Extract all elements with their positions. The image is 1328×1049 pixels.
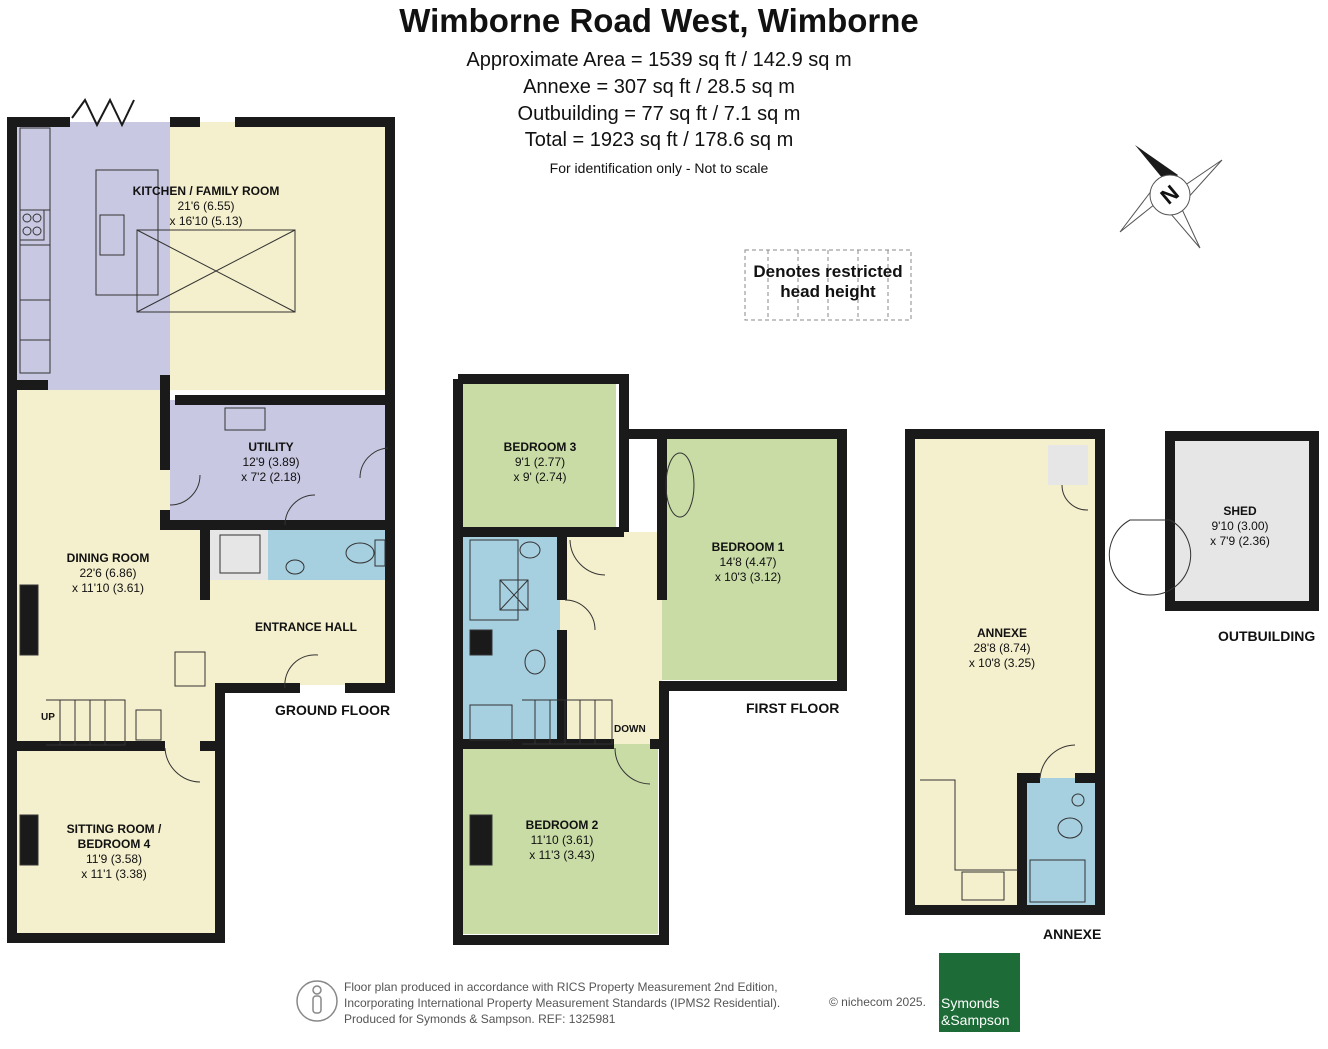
annexe-room-label: ANNEXE 28'8 (8.74) x 10'8 (3.25) [902,626,1102,671]
bed2-name: BEDROOM 2 [525,818,599,832]
footer-line-3: Produced for Symonds & Sampson. REF: 132… [344,1012,616,1026]
stairs-up-label: UP [41,712,55,723]
bed3-fill [462,384,616,532]
stairs-down-label: DOWN [614,724,646,735]
kitchen-dim-2: x 16'10 (5.13) [169,214,243,228]
kitchen-label: KITCHEN / FAMILY ROOM 21'6 (6.55) x 16'1… [106,184,306,229]
kitchen-name: KITCHEN / FAMILY ROOM [132,184,280,198]
shed-dim-1: 9'10 (3.00) [1211,519,1269,533]
shed [1108,431,1319,611]
utility-name: UTILITY [248,440,294,454]
hall-name: ENTRANCE HALL [255,620,357,634]
bed1-dim-2: x 10'3 (3.12) [714,570,782,584]
identification-note: For identification only - Not to scale [549,160,769,176]
utility-dim-1: 12'9 (3.89) [242,455,300,469]
sitting-dim-1: 11'9 (3.58) [85,852,143,866]
compass-icon [1119,145,1223,249]
bed3-dim-2: x 9' (2.74) [513,470,567,484]
bed3-label: BEDROOM 3 9'1 (2.77) x 9' (2.74) [440,440,640,485]
symonds-sampson-logo: Symonds &Sampson [939,953,1020,1032]
bed1-dim-1: 14'8 (4.47) [719,555,777,569]
annexe-dim-1: 28'8 (8.74) [973,641,1031,655]
hall-label: ENTRANCE HALL [206,620,406,635]
annexe-dim-2: x 10'8 (3.25) [968,656,1036,670]
brand-line-1: Symonds [941,995,1000,1011]
dining-label: DINING ROOM 22'6 (6.86) x 11'10 (3.61) [8,551,208,596]
kitchen-dim-1: 21'6 (6.55) [177,199,235,213]
dining-dim-2: x 11'10 (3.61) [71,581,145,595]
bed2-dim-2: x 11'3 (3.43) [529,848,595,862]
bed1-name: BEDROOM 1 [711,540,785,554]
bed3-name: BEDROOM 3 [503,440,577,454]
bed2-fill [462,744,658,934]
dining-dim-1: 22'6 (6.86) [79,566,137,580]
sitting-name-1: SITTING ROOM / [66,822,162,836]
annexe-room-name: ANNEXE [976,626,1027,640]
first-floor-details [469,452,695,866]
copyright: © nichecom 2025. [829,995,926,1009]
annexe-walls [905,429,1105,915]
ground-cupboard-fill [210,528,268,580]
legend-line-1: Denotes restricted [753,262,903,281]
bed3-dim-1: 9'1 (2.77) [514,455,566,469]
bed2-label: BEDROOM 2 11'10 (3.61) x 11'3 (3.43) [462,818,662,863]
ground-floor-label: GROUND FLOOR [275,702,391,718]
annexe-fills [912,438,1097,908]
ground-wc-fill [268,528,388,580]
sitting-label: SITTING ROOM / BEDROOM 4 11'9 (3.58) x 1… [14,822,214,882]
footer-line-1: Floor plan produced in accordance with R… [344,980,778,994]
ground-floor-walls [7,117,395,943]
annexe-details [920,484,1089,903]
legend-line-2: head height [780,282,876,301]
ground-floor-details [19,97,389,866]
page-title: Wimborne Road West, Wimborne [399,2,919,39]
sitting-name-2: BEDROOM 4 [77,837,151,851]
annexe-area: Annexe = 307 sq ft / 28.5 sq m [523,76,795,98]
first-floor-walls [453,374,847,945]
utility-label: UTILITY 12'9 (3.89) x 7'2 (2.18) [171,440,371,485]
dining-name: DINING ROOM [66,551,150,565]
bed1-fill [662,438,838,680]
shed-name: SHED [1223,504,1257,518]
landing-fill [560,532,662,744]
kitchen-fill-dark [12,122,170,390]
kitchen-fill-light [170,122,388,390]
brand-line-2: &Sampson [941,1012,1010,1028]
approximate-area: Approximate Area = 1539 sq ft / 142.9 sq… [466,49,852,71]
annexe-wc-fill [1022,778,1097,908]
ground-floor-fills [12,122,388,938]
outbuilding-floor-label: OUTBUILDING [1218,628,1316,644]
shed-label: SHED 9'10 (3.00) x 7'9 (2.36) [1140,504,1328,549]
legend-box [744,249,912,321]
footer-text: Floor plan produced in accordance with R… [344,979,780,1027]
shed-dim-2: x 7'9 (2.36) [1210,534,1270,548]
utility-dim-2: x 7'2 (2.18) [241,470,301,484]
bed1-label: BEDROOM 1 14'8 (4.47) x 10'3 (3.12) [648,540,848,585]
first-floor-fills [462,384,838,934]
sitting-dim-2: x 11'1 (3.38) [81,867,147,881]
annexe-floor-label: ANNEXE [1043,926,1102,942]
footer-line-2: Incorporating International Property Mea… [344,996,781,1010]
first-floor-label: FIRST FLOOR [746,700,840,716]
utility-fill [170,400,388,525]
bed2-dim-1: 11'10 (3.61) [530,833,594,847]
total-area: Total = 1923 sq ft / 178.6 sq m [524,129,794,151]
outbuilding-area: Outbuilding = 77 sq ft / 7.1 sq m [517,103,801,125]
dining-fill [12,390,170,746]
person-icon [296,980,338,1022]
hall-fill [220,580,388,685]
restricted-head-height-legend: Denotes restricted head height [745,262,911,302]
